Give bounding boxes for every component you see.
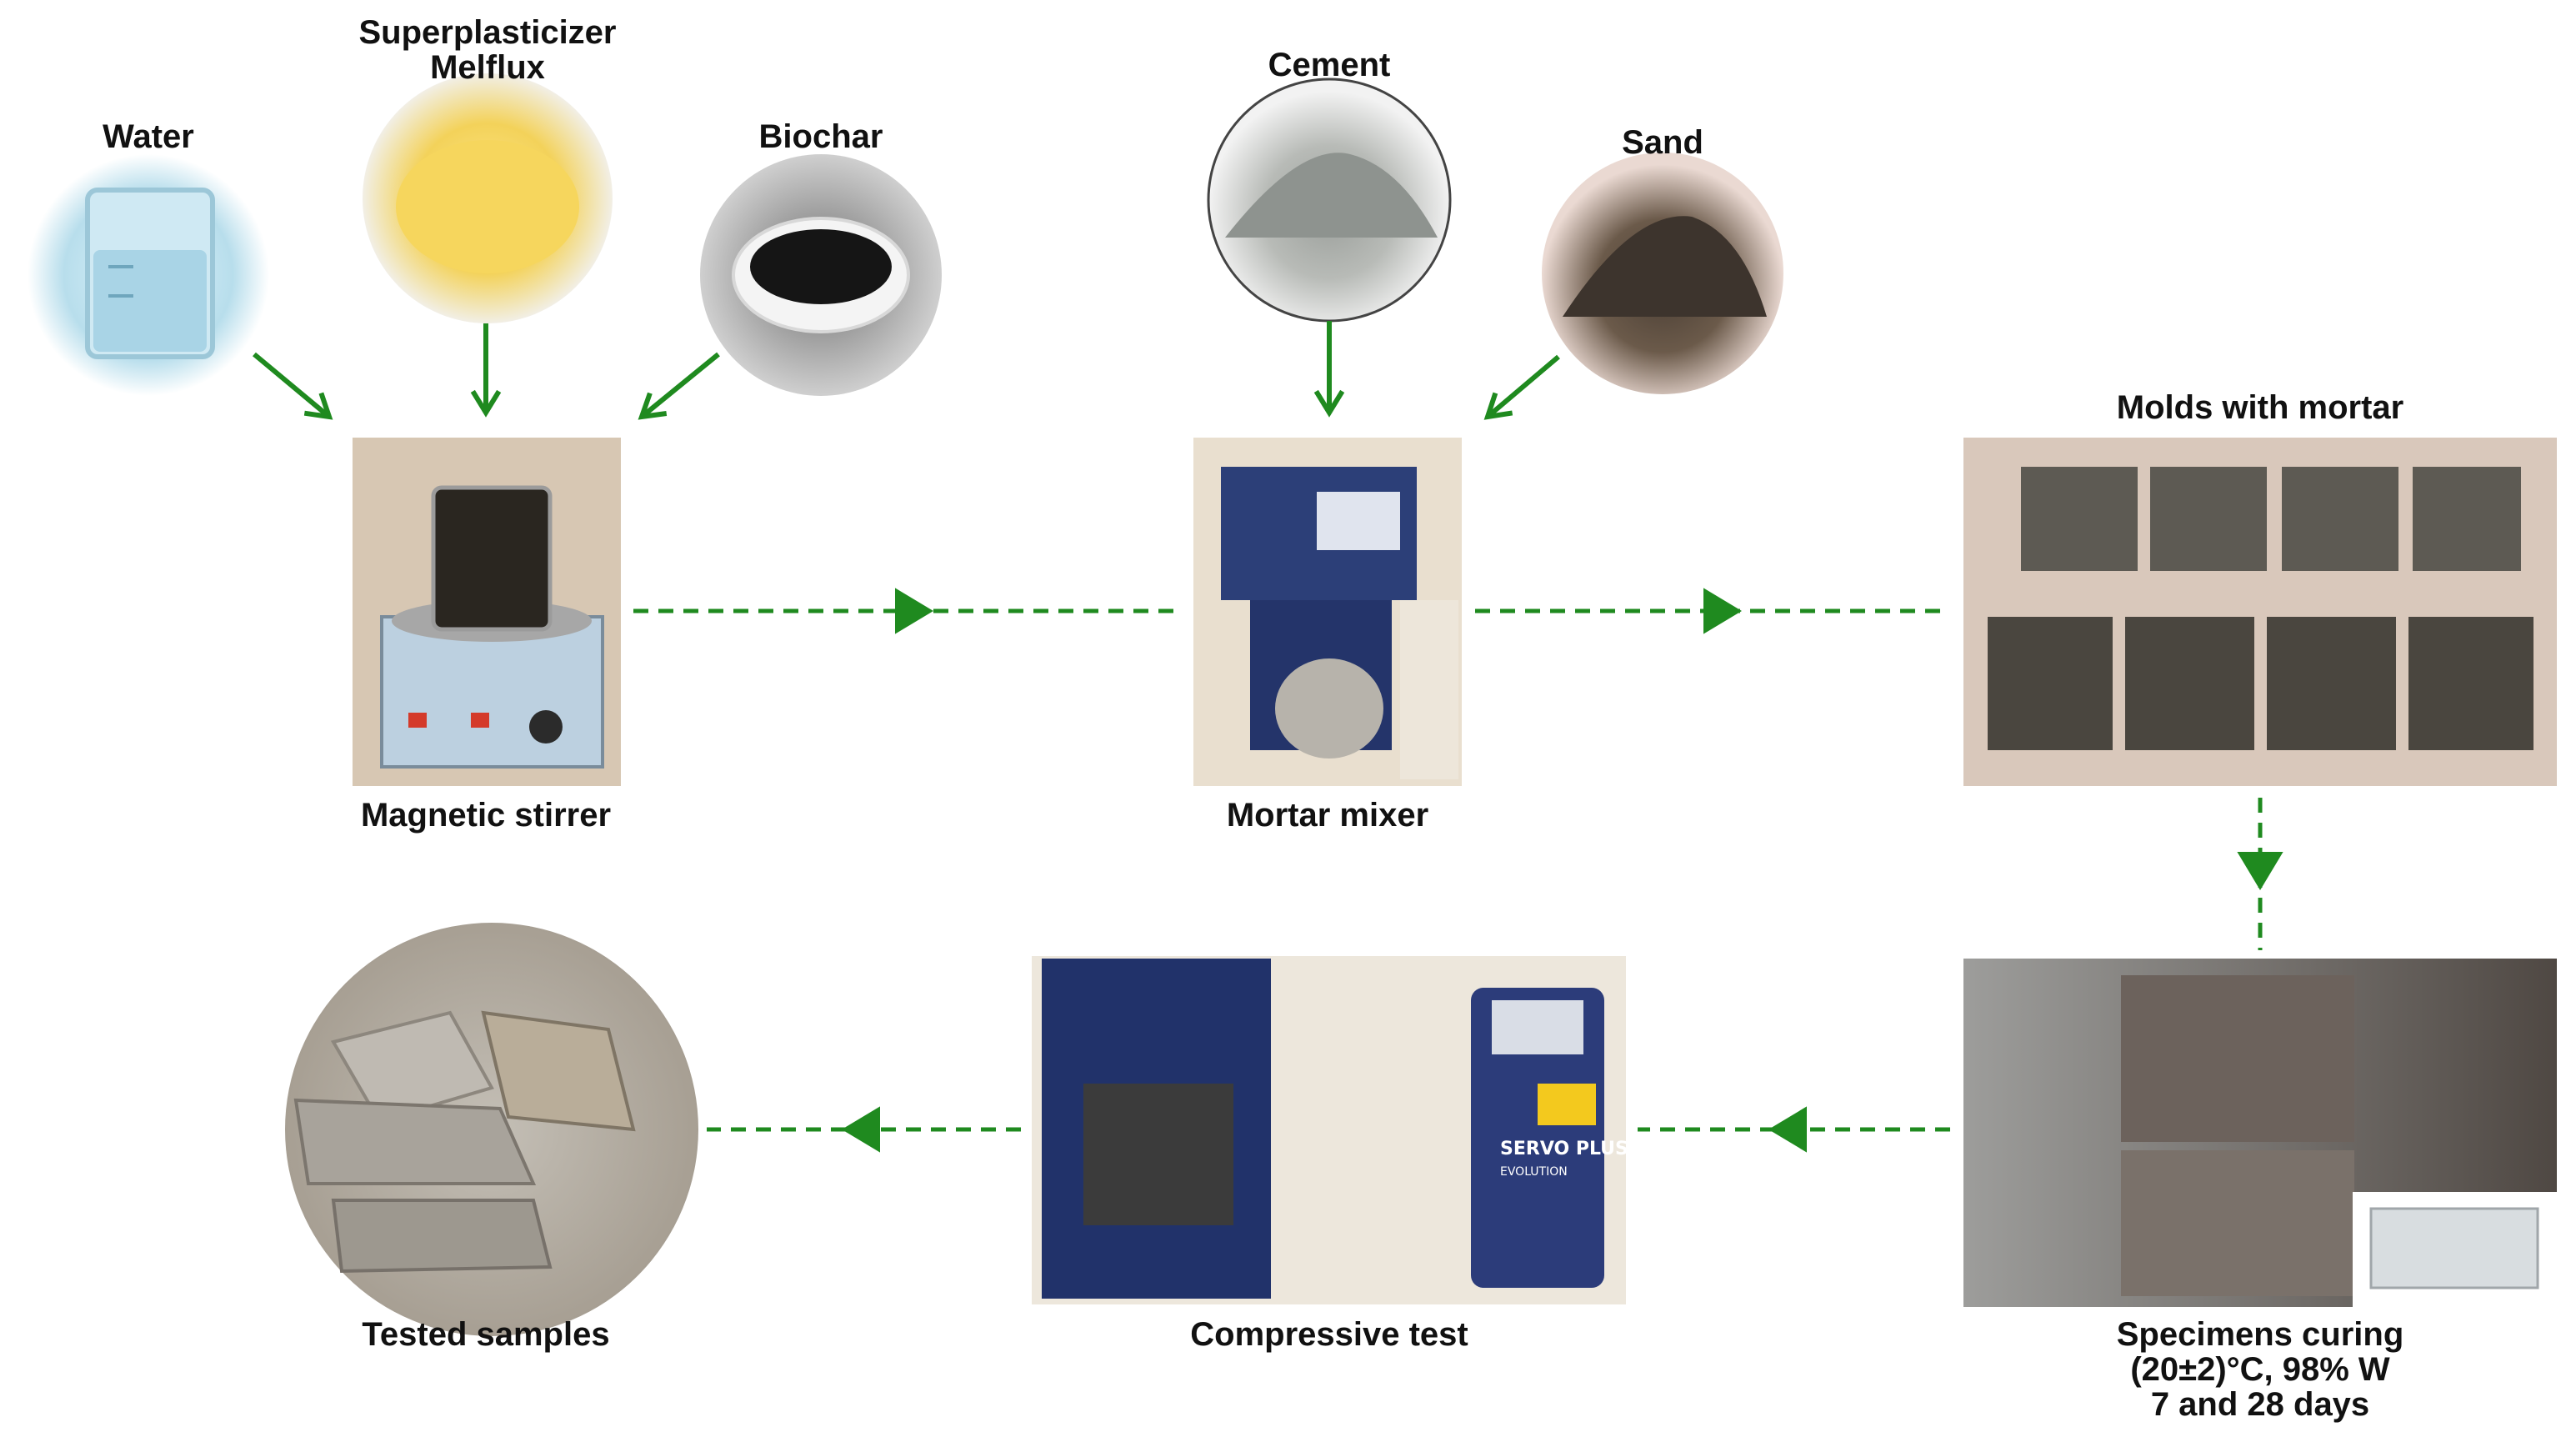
arrow-curing-to-test-head	[1768, 1106, 1807, 1153]
sand-image	[1542, 153, 1783, 394]
arrow-sand-head	[1483, 392, 1513, 420]
arrow-biochar-shaft	[640, 352, 720, 419]
specimens-curing-image	[1963, 959, 2557, 1307]
label-mortar-mixer: Mortar mixer	[1226, 797, 1429, 834]
label-magnetic-stirrer: Magnetic stirrer	[360, 797, 612, 834]
arrow-water-shaft	[253, 352, 331, 419]
arrow-sand-shaft	[1486, 354, 1560, 419]
mortar-mixer-image	[1193, 438, 1462, 786]
biochar-image	[700, 154, 942, 396]
molds-with-mortar-image	[1963, 438, 2557, 786]
flow-arrows	[633, 588, 2283, 1153]
servo-plus-text: SERVO PLUS	[1500, 1139, 1628, 1159]
compressive-test-image: SERVO PLUS EVOLUTION	[1032, 956, 1628, 1304]
label-superplasticizer: Superplasticizer Melflux	[358, 14, 617, 86]
water-image	[28, 154, 269, 396]
label-molds: Molds with mortar	[2116, 389, 2404, 426]
tested-samples-image	[285, 923, 698, 1336]
label-biochar: Biochar	[758, 118, 883, 155]
superplasticizer-image	[363, 73, 613, 323]
label-compressive-test: Compressive test	[1190, 1316, 1468, 1353]
arrow-stirrer-to-mixer-head	[895, 588, 933, 634]
label-specimens-curing: Specimens curing (20±2)°C, 98% W 7 and 2…	[2116, 1316, 2404, 1423]
arrow-water-head	[303, 392, 333, 420]
arrow-superplasticizer-head	[470, 389, 502, 418]
label-sand: Sand	[1622, 124, 1703, 161]
arrow-cement-head	[1313, 389, 1345, 418]
arrow-biochar-head	[638, 392, 668, 420]
arrow-molds-to-curing-head	[2237, 852, 2283, 890]
input-arrows	[253, 321, 1560, 420]
arrow-mixer-to-molds-head	[1703, 588, 1742, 634]
arrow-test-to-samples-head	[842, 1106, 880, 1153]
evolution-text: EVOLUTION	[1500, 1165, 1568, 1179]
label-tested-samples: Tested samples	[362, 1316, 610, 1353]
label-water: Water	[103, 118, 194, 155]
cement-image	[1207, 78, 1452, 323]
magnetic-stirrer-image	[353, 438, 621, 786]
label-cement: Cement	[1268, 47, 1391, 83]
